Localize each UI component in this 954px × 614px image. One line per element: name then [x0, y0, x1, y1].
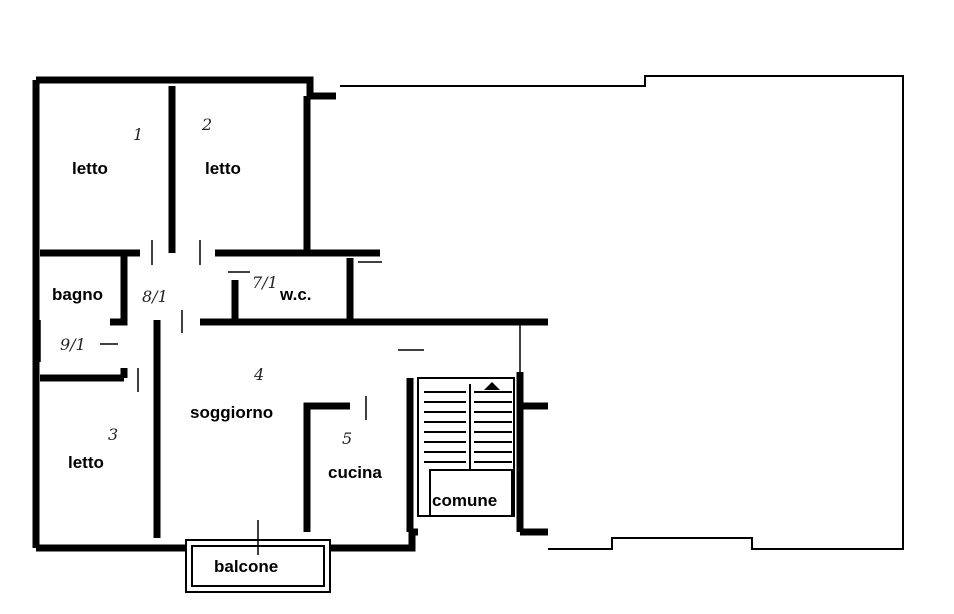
living-room-label: soggiorno [190, 403, 273, 422]
kitchen-label: cucina [328, 463, 382, 482]
door-marks [39, 240, 521, 555]
balcony [185, 539, 331, 593]
hallway-number: 8/1 [142, 287, 168, 306]
bedroom-3-label: letto [68, 453, 104, 472]
wc-number: 7/1 [252, 273, 278, 292]
exterior-walls [32, 76, 418, 552]
bedroom-1-label: letto [72, 159, 108, 178]
bathroom-number: 9/1 [60, 335, 86, 354]
kitchen-number: 5 [342, 429, 352, 448]
balcony-label: balcone [214, 557, 278, 576]
stairwell-label: comune [432, 491, 497, 510]
staircase [417, 377, 515, 517]
bathroom-label: bagno [52, 285, 103, 304]
adjacent-unit-outline [340, 75, 904, 550]
wc-label: w.c. [279, 285, 312, 304]
bedroom-2-number: 2 [201, 115, 212, 134]
interior-walls [40, 86, 548, 538]
bedroom-3-number: 3 [108, 425, 118, 444]
living-room-number: 4 [253, 365, 264, 384]
bedroom-2-label: letto [205, 159, 241, 178]
bedroom-1-number: 1 [133, 125, 143, 144]
